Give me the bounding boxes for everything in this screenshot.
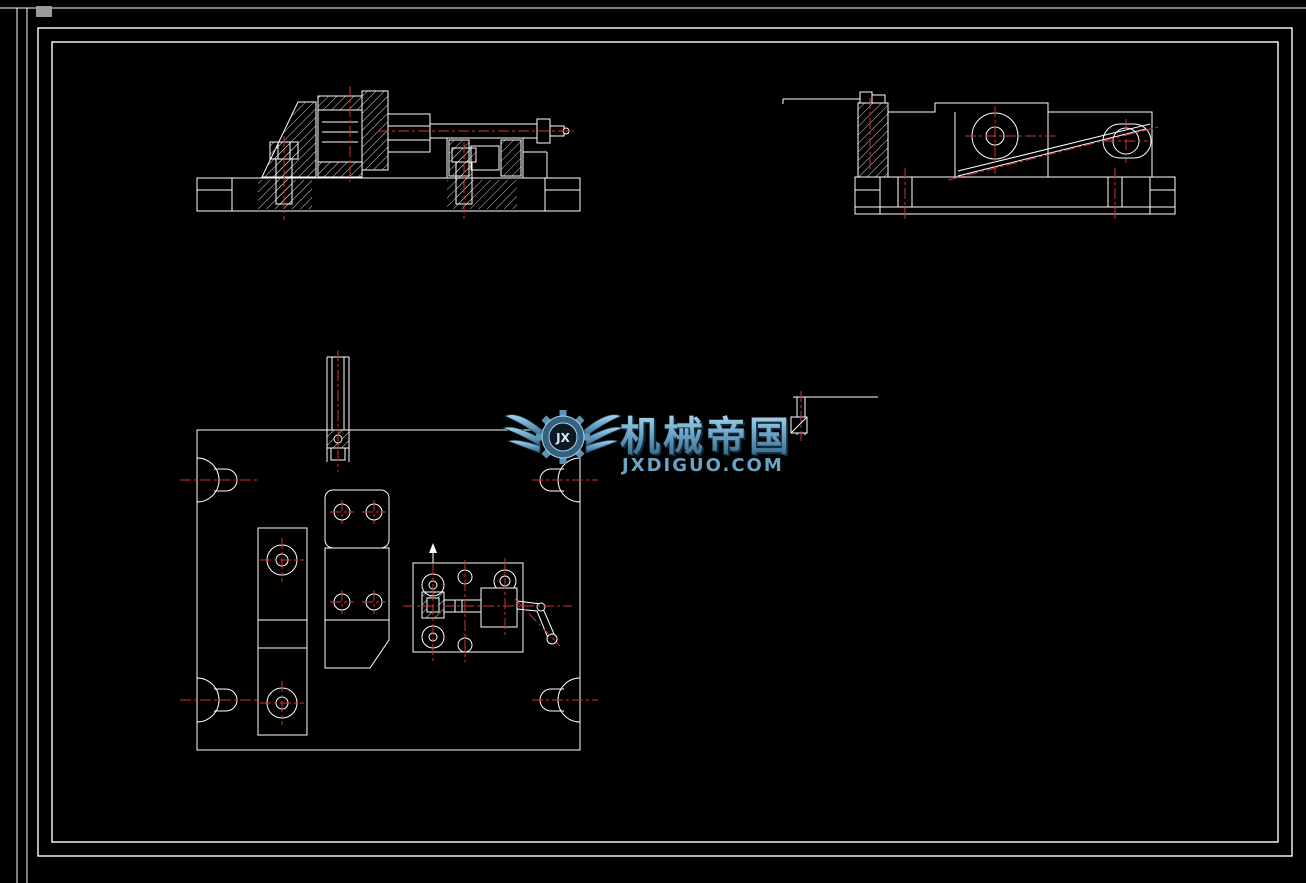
top-left-plate bbox=[257, 527, 308, 736]
side-base-plate bbox=[854, 176, 1176, 215]
top-base-plate bbox=[196, 429, 581, 751]
top-view bbox=[180, 350, 598, 751]
top-handle-ball bbox=[546, 633, 558, 645]
top-slot-bottom-left bbox=[196, 677, 238, 723]
watermark-title: 机械帝国 bbox=[620, 414, 792, 460]
side-main-body bbox=[887, 102, 1153, 178]
front-view bbox=[196, 86, 581, 220]
top-guide-slot bbox=[326, 350, 350, 472]
gear-icon: JX bbox=[536, 410, 590, 464]
top-clamp-assembly bbox=[403, 543, 572, 662]
watermark-subtitle: JXDIGUO.COM bbox=[620, 455, 784, 476]
detail-callout bbox=[790, 391, 878, 441]
front-cylinder bbox=[387, 113, 431, 153]
watermark-title-shadow: 机械帝国 bbox=[622, 416, 794, 462]
sheet-border bbox=[37, 27, 1293, 857]
screen-edge-lines bbox=[0, 6, 1306, 883]
side-lug bbox=[1102, 123, 1152, 159]
top-handle-pivot bbox=[536, 602, 546, 612]
top-middle-bracket bbox=[324, 489, 390, 669]
watermark-logo-text: JX bbox=[555, 431, 570, 445]
side-view bbox=[782, 91, 1176, 221]
front-base-plate bbox=[196, 177, 581, 212]
wing-left-icon bbox=[501, 414, 543, 454]
screen-artifact bbox=[36, 6, 52, 17]
watermark: JX 机械帝国 机械帝国 JXDIGUO.COM bbox=[501, 410, 794, 476]
side-clamp-column bbox=[857, 102, 889, 178]
wing-right-icon bbox=[583, 414, 625, 454]
direction-arrow-icon bbox=[429, 543, 437, 553]
